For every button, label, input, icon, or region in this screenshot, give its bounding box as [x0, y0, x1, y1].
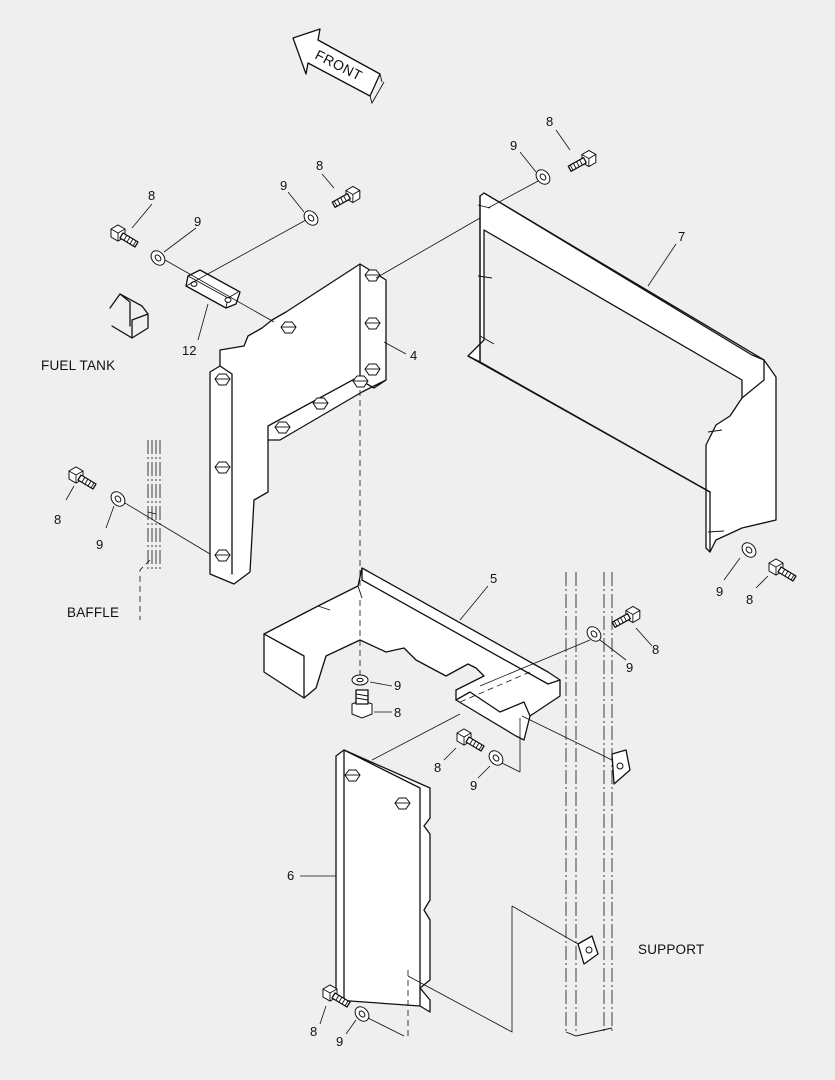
- callout-8: 8: [394, 705, 401, 720]
- part-6-panel: [335, 749, 431, 1013]
- callout-9: 9: [394, 678, 401, 693]
- label-support: SUPPORT: [638, 942, 704, 957]
- washers: [107, 166, 760, 1025]
- bolts: [68, 144, 797, 1008]
- callout-8: 8: [148, 188, 155, 203]
- callout-9: 9: [336, 1034, 343, 1049]
- part-7-cover: [467, 192, 777, 553]
- callout-5: 5: [490, 571, 497, 586]
- callout-9: 9: [280, 178, 287, 193]
- callout-9: 9: [194, 214, 201, 229]
- callout-9: 9: [470, 778, 477, 793]
- callout-8: 8: [54, 512, 61, 527]
- label-baffle: BAFFLE: [67, 605, 119, 620]
- part-5-bracket: [263, 567, 561, 741]
- front-arrow: FRONT: [292, 28, 385, 105]
- fuel-tank-fragment: [109, 293, 149, 339]
- callout-8: 8: [310, 1024, 317, 1039]
- flat-washer: [351, 674, 369, 686]
- part-labels: FUEL TANK BAFFLE SUPPORT: [41, 358, 704, 957]
- baffle-fragment: [139, 440, 161, 620]
- callout-8: 8: [746, 592, 753, 607]
- assembly-lines: [119, 179, 613, 1037]
- callout-8: 8: [434, 760, 441, 775]
- callout-8: 8: [652, 642, 659, 657]
- vertical-bolt: [351, 689, 373, 719]
- callout-9: 9: [626, 660, 633, 675]
- callouts: 8 9 7 8 9 8 9 12 4 8 9 9 8 5 9 8 9 8 8 9…: [54, 114, 753, 1049]
- callout-9: 9: [510, 138, 517, 153]
- callout-9: 9: [96, 537, 103, 552]
- support-column: [565, 572, 631, 1037]
- callout-8: 8: [546, 114, 553, 129]
- callout-7: 7: [678, 229, 685, 244]
- callout-6: 6: [287, 868, 294, 883]
- callout-8: 8: [316, 158, 323, 173]
- label-fuel-tank: FUEL TANK: [41, 358, 115, 373]
- part-12-clip: [185, 269, 241, 309]
- part-4-bracket: [209, 263, 387, 585]
- callout-12: 12: [182, 343, 196, 358]
- leader-lines: [65, 129, 769, 1035]
- callout-9: 9: [716, 584, 723, 599]
- callout-4: 4: [410, 348, 417, 363]
